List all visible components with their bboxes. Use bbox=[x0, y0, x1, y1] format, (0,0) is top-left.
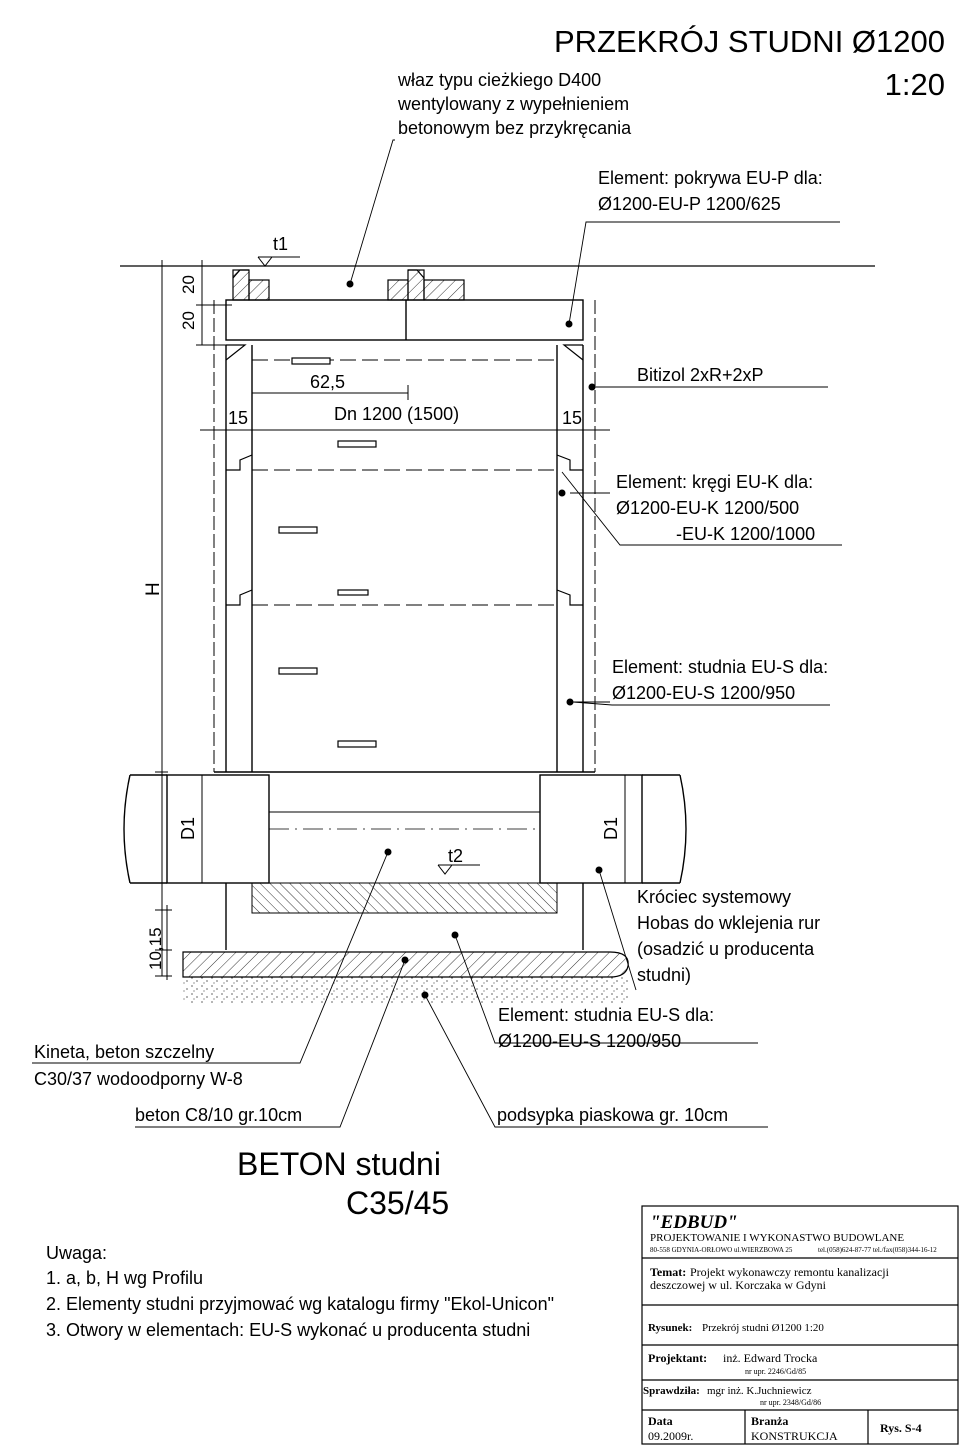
svg-text:Branża: Branża bbox=[751, 1414, 788, 1428]
svg-text:betonowym bez przykręcania: betonowym bez przykręcania bbox=[398, 118, 632, 138]
callout-lean-concrete: beton C8/10 gr.10cm bbox=[135, 1105, 302, 1125]
title-block bbox=[641, 1205, 959, 1445]
svg-text:Króciec systemowy: Króciec systemowy bbox=[637, 887, 791, 907]
concrete-class-line-2: C35/45 bbox=[346, 1185, 449, 1221]
svg-text:Rys. S-4: Rys. S-4 bbox=[880, 1421, 922, 1435]
svg-text:Ø1200-EU-S 1200/950: Ø1200-EU-S 1200/950 bbox=[612, 683, 795, 703]
svg-text:wentylowany z wypełnieniem: wentylowany z wypełnieniem bbox=[397, 94, 629, 114]
dim-10-15: 10,15 bbox=[146, 927, 165, 970]
dim-20-lower: 20 bbox=[179, 311, 198, 330]
callout-insulation: Bitizol 2xR+2xP bbox=[637, 365, 764, 385]
d1-dimensions bbox=[201, 775, 626, 883]
svg-text:Element: pokrywa EU-P dla:: Element: pokrywa EU-P dla: bbox=[598, 168, 823, 188]
dim-dn-1200: Dn 1200 (1500) bbox=[334, 404, 459, 424]
dim-15-right: 15 bbox=[562, 408, 582, 428]
drawing-title: PRZEKRÓJ STUDNI Ø1200 bbox=[554, 24, 945, 59]
note-1: 1. a, b, H wg Profilu bbox=[46, 1268, 203, 1288]
dim-d1-right: D1 bbox=[601, 817, 621, 840]
svg-text:nr upr. 2246/Gd/85: nr upr. 2246/Gd/85 bbox=[745, 1367, 806, 1376]
t1-level-marker bbox=[257, 256, 300, 267]
dim-62-5: 62,5 bbox=[310, 372, 345, 392]
svg-text:Rysunek:: Rysunek: bbox=[648, 1322, 692, 1334]
sand-bedding bbox=[183, 977, 628, 1003]
note-3: 3. Otwory w elementach: EU-S wykonać u p… bbox=[46, 1320, 530, 1340]
cover-slab bbox=[225, 299, 584, 341]
svg-text:tel.(058)624-87-77 tel./fax(0: tel.(058)624-87-77 tel./fax(058)344-16-1… bbox=[818, 1246, 937, 1254]
note-2: 2. Elementy studni przyjmować wg katalog… bbox=[46, 1294, 554, 1314]
dim-d1-left: D1 bbox=[178, 817, 198, 840]
svg-text:Hobas do wklejenia rur: Hobas do wklejenia rur bbox=[637, 913, 820, 933]
ring-joints bbox=[225, 344, 584, 606]
kineta-fill bbox=[251, 882, 558, 914]
dim-15-left: 15 bbox=[228, 408, 248, 428]
svg-text:właz typu cieżkiego D400: właz typu cieżkiego D400 bbox=[397, 70, 601, 90]
drawing-scale: 1:20 bbox=[885, 67, 945, 102]
svg-text:Ø1200-EU-S 1200/950: Ø1200-EU-S 1200/950 bbox=[498, 1031, 681, 1051]
svg-text:Ø1200-EU-P 1200/625: Ø1200-EU-P 1200/625 bbox=[598, 194, 781, 214]
ring-joint-dashed bbox=[252, 359, 557, 606]
callout-kineta: Kineta, beton szczelny C30/37 wodoodporn… bbox=[34, 1042, 243, 1089]
horizontal-dimensions bbox=[200, 385, 610, 438]
svg-text:Element: kręgi EU-K dla:: Element: kręgi EU-K dla: bbox=[616, 472, 813, 492]
svg-text:Element: studnia EU-S dla:: Element: studnia EU-S dla: bbox=[612, 657, 828, 677]
dim-h: H bbox=[143, 582, 164, 596]
notes-block: Uwaga: 1. a, b, H wg Profilu 2. Elementy… bbox=[46, 1243, 554, 1340]
dim-20-upper: 20 bbox=[179, 275, 198, 294]
outlet-pipe-right bbox=[642, 774, 687, 884]
callout-rings: Element: kręgi EU-K dla: Ø1200-EU-K 1200… bbox=[616, 472, 815, 544]
ladder-steps bbox=[278, 357, 377, 748]
callout-manhole: właz typu cieżkiego D400 wentylowany z w… bbox=[397, 70, 632, 138]
svg-text:Data: Data bbox=[648, 1414, 673, 1428]
callout-base: Element: studnia EU-S dla: Ø1200-EU-S 12… bbox=[612, 657, 828, 703]
svg-text:Sprawdziła:: Sprawdziła: bbox=[643, 1385, 700, 1397]
shaft-walls bbox=[225, 345, 584, 772]
svg-text:Temat:: Temat: bbox=[650, 1265, 686, 1279]
concrete-class-line-1: BETON studni bbox=[237, 1146, 441, 1182]
t1-label: t1 bbox=[273, 234, 288, 254]
svg-text:Projektant:: Projektant: bbox=[648, 1351, 707, 1365]
svg-text:09.2009r.: 09.2009r. bbox=[648, 1429, 693, 1443]
svg-text:mgr inż. K.Juchniewicz: mgr inż. K.Juchniewicz bbox=[707, 1385, 812, 1397]
svg-text:Projekt wykonawczy remontu kan: Projekt wykonawczy remontu kanalizacji bbox=[690, 1265, 890, 1279]
svg-text:Ø1200-EU-K 1200/500: Ø1200-EU-K 1200/500 bbox=[616, 498, 799, 518]
svg-text:studni): studni) bbox=[637, 965, 691, 985]
callout-base-2: Element: studnia EU-S dla: Ø1200-EU-S 12… bbox=[498, 1005, 714, 1051]
insulation-dashed bbox=[213, 300, 596, 772]
leader-lines bbox=[32, 139, 842, 1128]
t2-label: t2 bbox=[448, 846, 463, 866]
t2-level-marker bbox=[437, 864, 480, 875]
notes-heading: Uwaga: bbox=[46, 1243, 107, 1263]
svg-text:-EU-K 1200/1000: -EU-K 1200/1000 bbox=[676, 524, 815, 544]
svg-text:KONSTRUKCJA: KONSTRUKCJA bbox=[751, 1429, 838, 1443]
callout-sand-bedding: podsypka piaskowa gr. 10cm bbox=[497, 1105, 728, 1125]
svg-text:Kineta, beton szczelny: Kineta, beton szczelny bbox=[34, 1042, 214, 1062]
lean-concrete-slab bbox=[182, 951, 629, 978]
svg-text:inż. Edward Trocka: inż. Edward Trocka bbox=[723, 1351, 818, 1365]
svg-text:Element: studnia EU-S dla:: Element: studnia EU-S dla: bbox=[498, 1005, 714, 1025]
callout-stub: Króciec systemowy Hobas do wklejenia rur… bbox=[637, 887, 820, 985]
inlet-pipe-left bbox=[123, 774, 167, 884]
svg-text:PROJEKTOWANIE I WYKONASTWO BUD: PROJEKTOWANIE I WYKONASTWO BUDOWLANE bbox=[650, 1232, 904, 1244]
callout-cover: Element: pokrywa EU-P dla: Ø1200-EU-P 12… bbox=[598, 168, 823, 214]
svg-text:80-558 GDYNIA-ORŁOWO ul.WIERZ: 80-558 GDYNIA-ORŁOWO ul.WIERZBOWA 25 bbox=[650, 1246, 793, 1254]
manhole-frame bbox=[232, 269, 465, 301]
svg-text:"EDBUD": "EDBUD" bbox=[650, 1212, 738, 1233]
svg-text:nr upr. 2348/Gd/86: nr upr. 2348/Gd/86 bbox=[760, 1398, 821, 1407]
title-block-text: "EDBUD" PROJEKTOWANIE I WYKONASTWO BUDOW… bbox=[643, 1212, 937, 1443]
leader-dots bbox=[346, 280, 603, 999]
svg-text:Przekrój studni Ø1200 1:20: Przekrój studni Ø1200 1:20 bbox=[702, 1322, 824, 1334]
svg-text:C30/37 wodoodporny W-8: C30/37 wodoodporny W-8 bbox=[34, 1069, 243, 1089]
svg-text:deszczowej w ul. Korczaka w Gd: deszczowej w ul. Korczaka w Gdyni bbox=[650, 1278, 827, 1292]
svg-text:(osadzić u producenta: (osadzić u producenta bbox=[637, 939, 815, 959]
base-chamber bbox=[166, 771, 643, 950]
